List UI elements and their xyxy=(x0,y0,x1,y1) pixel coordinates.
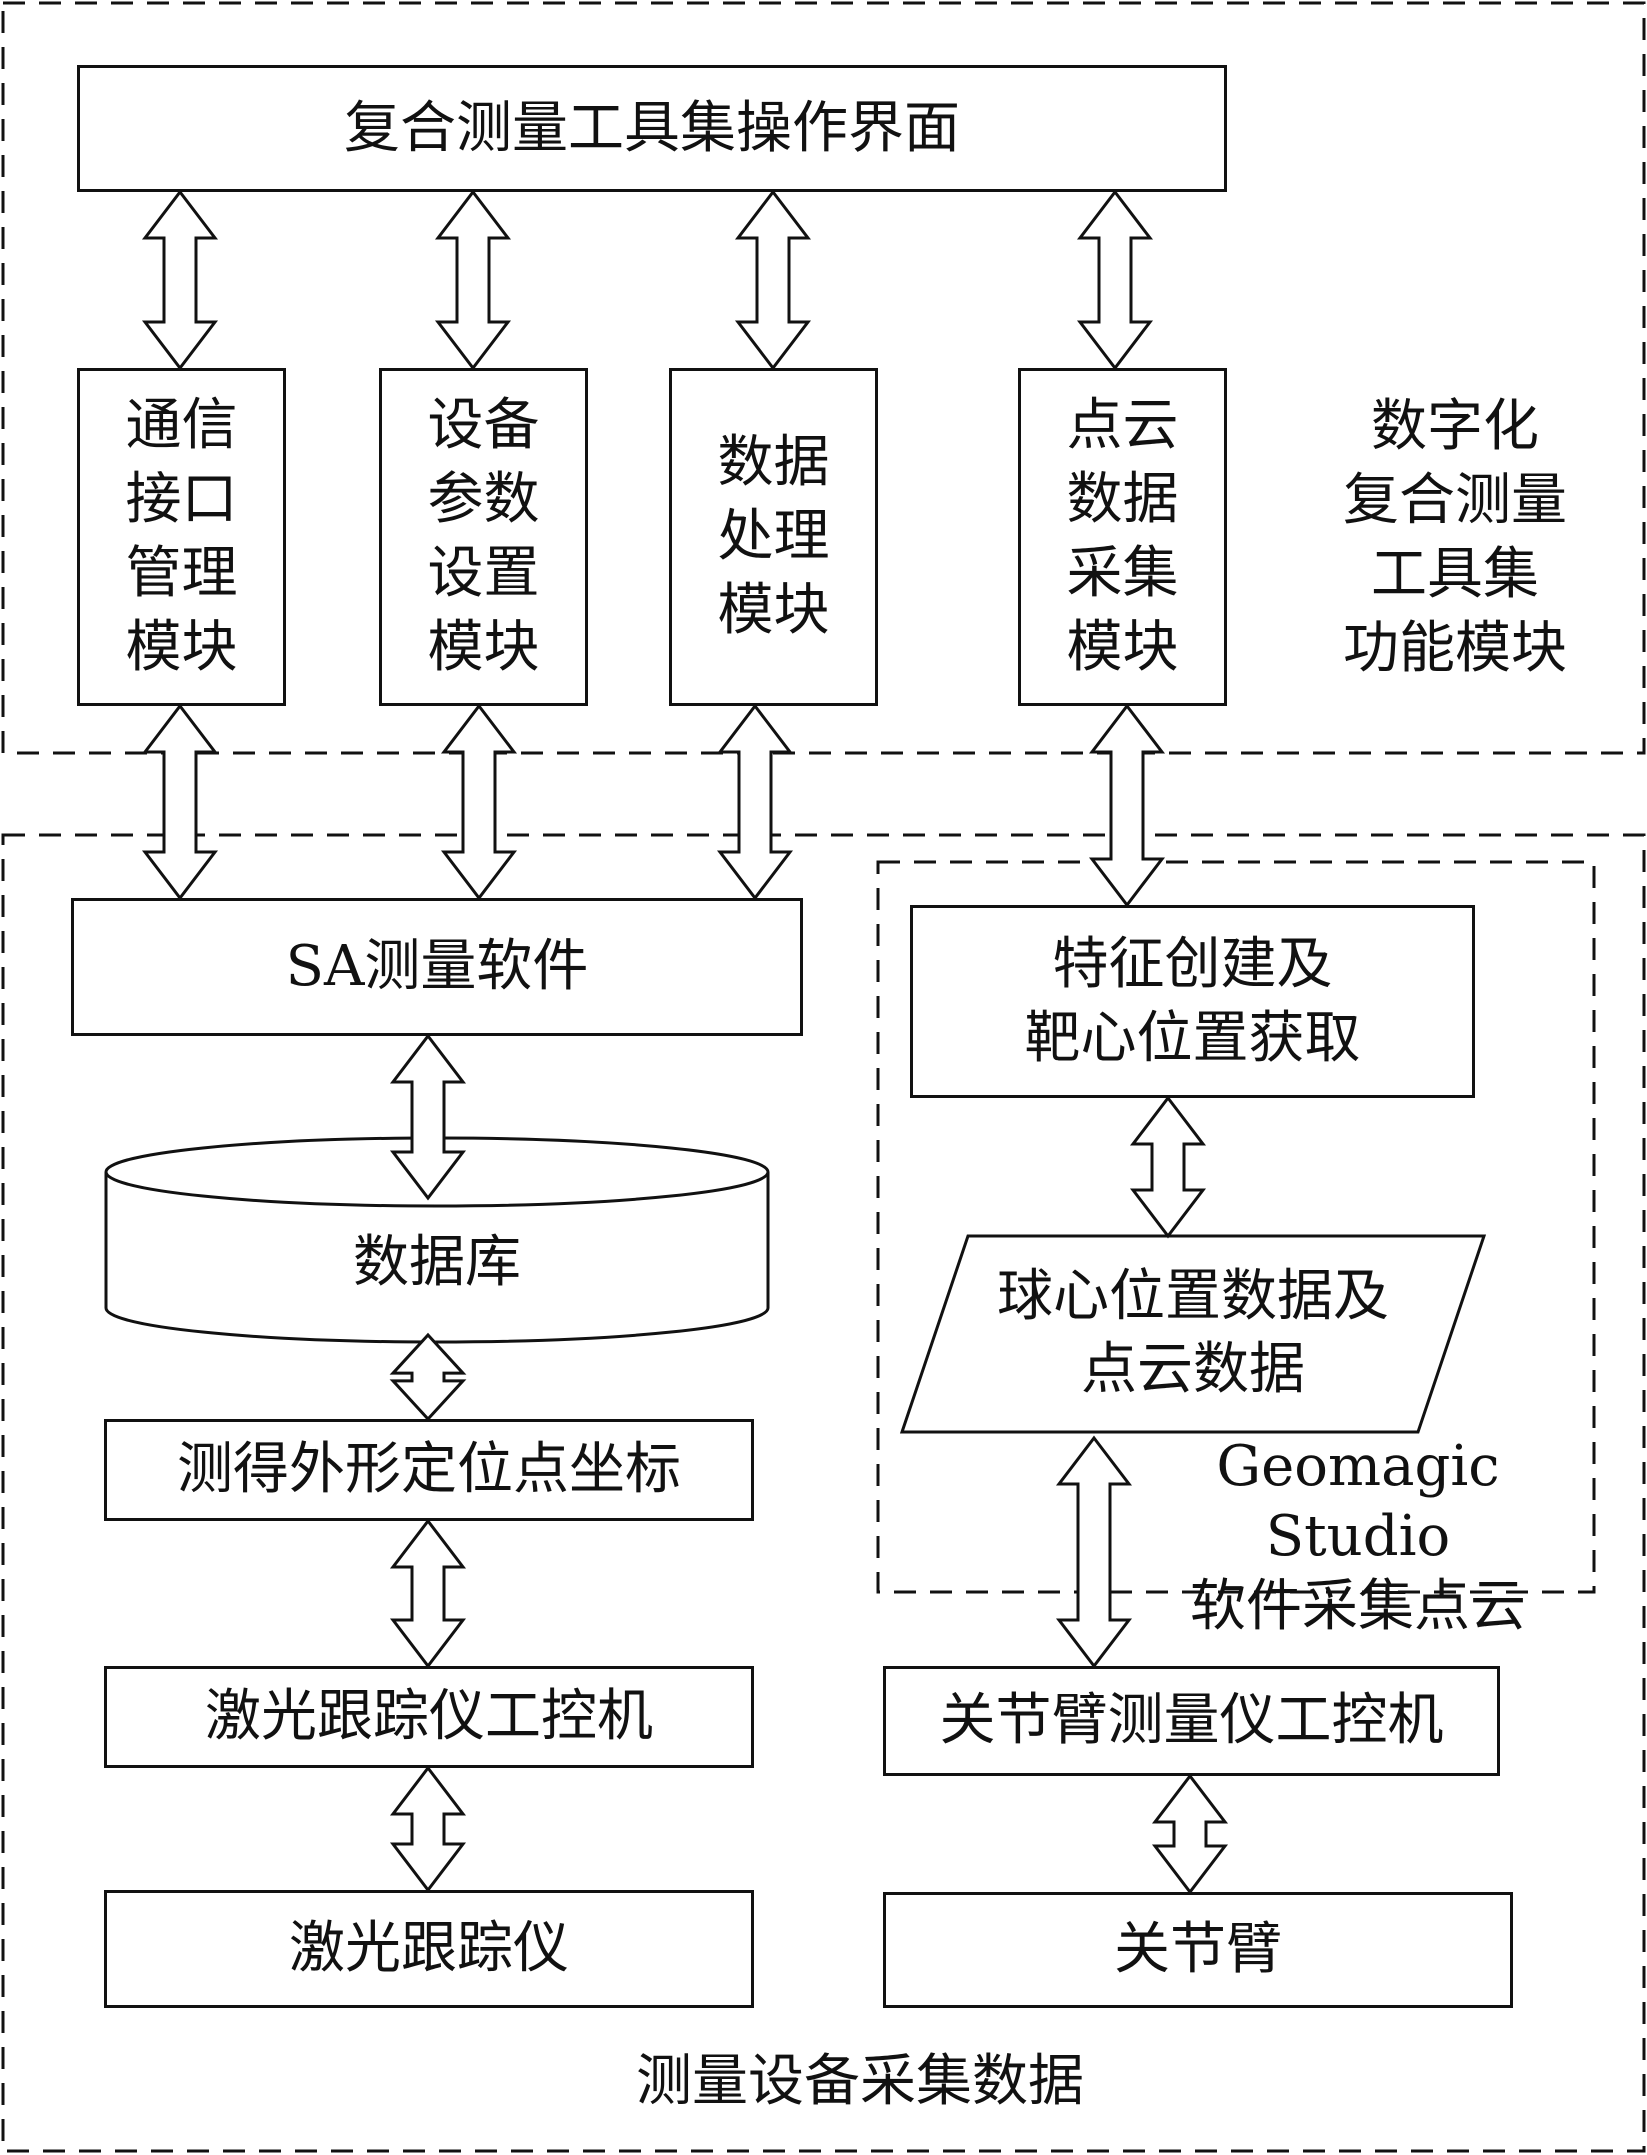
measurement-devices-region xyxy=(1,833,1646,2153)
arrow-device-params-sa xyxy=(440,703,518,901)
functional-modules-label-line: 工具集 xyxy=(1371,542,1539,607)
geomagic-label-line: 软件采集点云 xyxy=(1190,1574,1526,1639)
sphere-data-line: 球心位置数据及 xyxy=(997,1264,1389,1330)
module-point-cloud-line: 采集 xyxy=(1066,541,1179,606)
measured-coords-box: 测得外形定位点坐标 xyxy=(104,1419,754,1521)
arrow-interface-device-params xyxy=(434,189,512,371)
module-device-params-line: 设置 xyxy=(427,541,540,606)
functional-modules-label-line: 数字化 xyxy=(1371,394,1539,459)
module-device-params-line: 参数 xyxy=(427,467,540,532)
arrow-feature-sphere-data xyxy=(1129,1095,1207,1239)
devices-caption: 测量设备采集数据 xyxy=(636,2049,1084,2114)
sphere-data-line: 点云数据 xyxy=(1081,1337,1305,1402)
arrow-interface-data-processing xyxy=(734,189,812,371)
feature-creation-line: 靶心位置获取 xyxy=(1024,1005,1361,1071)
arrow-laser-ipc-laser xyxy=(389,1765,467,1893)
arrow-coords-laser-ipc xyxy=(389,1518,467,1669)
database-cylinder xyxy=(104,1172,770,1344)
module-point-cloud-box: 点云 数据 采集 模块 xyxy=(1018,368,1227,706)
operation-interface-box: 复合测量工具集操作界面 xyxy=(77,65,1227,192)
functional-modules-label-line: 复合测量 xyxy=(1343,468,1567,533)
module-data-processing-line: 处理 xyxy=(717,504,830,569)
module-point-cloud-line: 点云 xyxy=(1066,393,1179,458)
laser-tracker-ipc-box: 激光跟踪仪工控机 xyxy=(104,1666,754,1768)
sphere-data-label: 球心位置数据及 点云数据 xyxy=(935,1246,1451,1422)
arrow-point-cloud-feature xyxy=(1088,703,1166,908)
geomagic-label-line: Geomagic Studio xyxy=(1216,1434,1500,1569)
arrow-sa-database xyxy=(389,1033,467,1201)
sa-software-box: SA测量软件 xyxy=(71,898,803,1036)
module-device-params-line: 设备 xyxy=(427,393,540,458)
arrow-data-processing-sa xyxy=(716,703,794,901)
arrow-interface-point-cloud xyxy=(1076,189,1154,371)
module-data-processing-box: 数据 处理 模块 xyxy=(669,368,878,706)
module-data-processing-line: 数据 xyxy=(717,430,830,495)
database-label: 数据库 xyxy=(353,1229,521,1295)
feature-creation-box: 特征创建及 靶心位置获取 xyxy=(910,905,1475,1098)
module-data-processing-line: 模块 xyxy=(717,578,830,643)
arrow-communication-sa xyxy=(141,703,219,901)
functional-modules-label: 数字化 复合测量 工具集 功能模块 xyxy=(1310,390,1600,686)
functional-modules-label-line: 功能模块 xyxy=(1343,616,1567,681)
module-device-params-box: 设备 参数 设置 模块 xyxy=(379,368,588,706)
module-communication-box: 通信 接口 管理 模块 xyxy=(77,368,286,706)
arrow-sphere-data-arm-ipc xyxy=(1055,1435,1133,1669)
geomagic-region xyxy=(876,860,1596,1594)
feature-creation-line: 特征创建及 xyxy=(1052,931,1333,997)
module-communication-line: 模块 xyxy=(125,615,238,680)
arrow-arm-ipc-arm xyxy=(1151,1773,1229,1895)
geomagic-label: Geomagic Studio 软件采集点云 xyxy=(1138,1432,1578,1642)
module-communication-line: 管理 xyxy=(125,541,238,606)
module-point-cloud-line: 模块 xyxy=(1066,615,1179,680)
sphere-data-parallelogram xyxy=(899,1234,1487,1434)
module-communication-line: 通信 xyxy=(125,393,238,458)
module-point-cloud-line: 数据 xyxy=(1066,467,1179,532)
module-communication-line: 接口 xyxy=(125,467,238,532)
arm-ipc-box: 关节臂测量仪工控机 xyxy=(883,1666,1500,1776)
laser-tracker-box: 激光跟踪仪 xyxy=(104,1890,754,2008)
arrow-database-coords xyxy=(389,1332,467,1422)
arrow-interface-communication xyxy=(141,189,219,371)
arm-box: 关节臂 xyxy=(883,1892,1513,2008)
module-device-params-line: 模块 xyxy=(427,615,540,680)
functional-modules-region xyxy=(1,1,1646,755)
